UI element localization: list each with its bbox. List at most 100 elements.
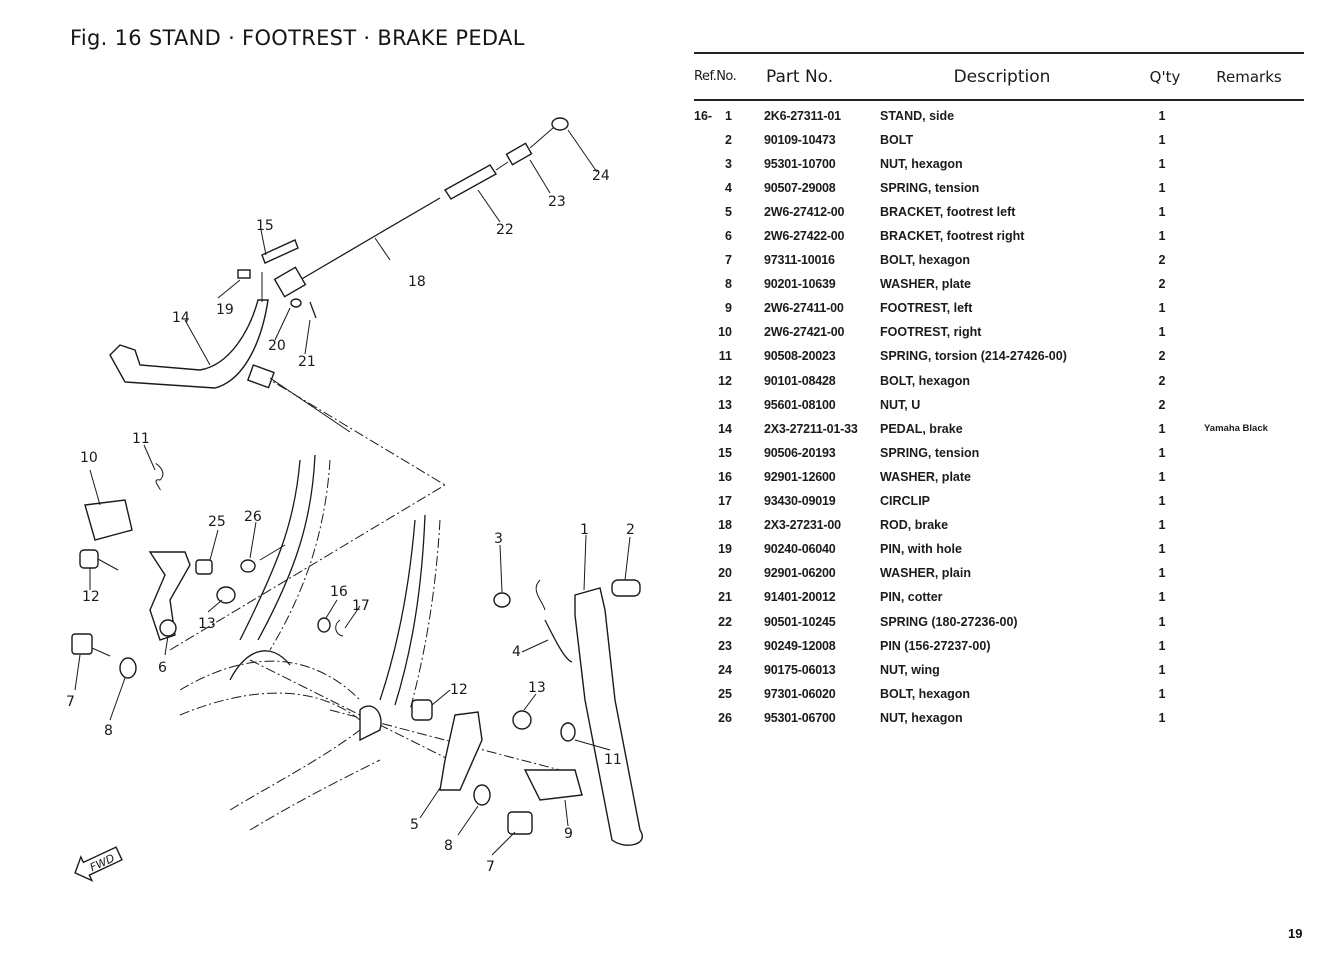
figure-title: Fig. 16 STAND · FOOTREST · BRAKE PEDAL bbox=[70, 26, 525, 50]
cell-ref-no: 12 bbox=[694, 374, 756, 388]
ref-number: 10 bbox=[718, 325, 732, 340]
callout-3: 3 bbox=[494, 531, 503, 547]
ref-prefix bbox=[694, 639, 718, 653]
ref-prefix bbox=[694, 181, 718, 195]
ref-prefix: 16- bbox=[694, 108, 713, 123]
cell-ref-no: 16-1 bbox=[694, 109, 756, 123]
parts-table: Ref.No. Part No. Description Q'ty Remark… bbox=[694, 52, 1304, 730]
cell-ref-no: 4 bbox=[694, 181, 756, 195]
cell-part-no: 90249-12008 bbox=[764, 638, 836, 653]
cell-quantity: 1 bbox=[1158, 204, 1166, 219]
ref-number: 7 bbox=[725, 253, 732, 268]
cell-description: PEDAL, brake bbox=[880, 421, 963, 436]
ref-prefix bbox=[694, 349, 718, 363]
cell-part-no: 2X3-27211-01-33 bbox=[764, 421, 858, 436]
callout-13a: 13 bbox=[198, 616, 216, 632]
callout-12a: 12 bbox=[82, 589, 100, 605]
cell-quantity: 1 bbox=[1158, 421, 1166, 436]
cell-quantity: 1 bbox=[1158, 132, 1166, 147]
cell-quantity: 2 bbox=[1158, 277, 1166, 292]
cell-description: NUT, hexagon bbox=[880, 710, 963, 725]
cell-ref-no: 21 bbox=[694, 590, 756, 604]
callout-8b: 8 bbox=[444, 838, 453, 854]
cell-quantity: 1 bbox=[1158, 301, 1166, 316]
ref-prefix bbox=[694, 277, 718, 291]
ref-prefix bbox=[694, 590, 718, 604]
ref-number: 11 bbox=[718, 349, 732, 364]
ref-prefix bbox=[694, 157, 718, 171]
header-quantity: Q'ty bbox=[1149, 67, 1181, 86]
cell-description: STAND, side bbox=[880, 108, 955, 123]
ref-prefix bbox=[694, 133, 718, 147]
ref-number: 23 bbox=[718, 638, 732, 653]
ref-prefix bbox=[694, 687, 718, 701]
ref-prefix bbox=[694, 494, 718, 508]
side-stand-cluster bbox=[317, 579, 643, 846]
table-top-rule bbox=[694, 52, 1304, 54]
table-header: Ref.No. Part No. Description Q'ty Remark… bbox=[694, 54, 1304, 99]
cell-part-no: 93430-09019 bbox=[764, 494, 836, 509]
callout-25: 25 bbox=[208, 514, 226, 530]
header-ref-no: Ref.No. bbox=[694, 69, 737, 84]
cell-part-no: 90109-10473 bbox=[764, 132, 836, 147]
ref-prefix bbox=[694, 566, 718, 580]
fwd-label: FWD bbox=[88, 852, 117, 875]
cell-quantity: 1 bbox=[1158, 686, 1166, 701]
cell-ref-no: 18 bbox=[694, 518, 756, 532]
table-header-rule bbox=[694, 99, 1304, 101]
cell-part-no: 90101-08428 bbox=[764, 373, 836, 388]
ref-prefix bbox=[694, 374, 718, 388]
cell-part-no: 97301-06020 bbox=[764, 686, 836, 701]
callout-9: 9 bbox=[564, 826, 573, 842]
right-footrest-cluster bbox=[71, 463, 286, 679]
ref-number: 21 bbox=[718, 590, 732, 605]
callout-17: 17 bbox=[352, 598, 370, 614]
cell-part-no: 90240-06040 bbox=[764, 542, 836, 557]
cell-ref-no: 19 bbox=[694, 542, 756, 556]
callout-leaders bbox=[74, 129, 631, 856]
cell-part-no: 90201-10639 bbox=[764, 277, 836, 292]
callout-14: 14 bbox=[172, 310, 190, 326]
cell-quantity: 1 bbox=[1158, 614, 1166, 629]
callout-10: 10 bbox=[80, 450, 98, 466]
cell-quantity: 1 bbox=[1158, 494, 1166, 509]
ref-prefix bbox=[694, 663, 718, 677]
table-row: 15 90506-20193 SPRING, tension 1 bbox=[694, 441, 1304, 465]
cell-part-no: 2W6-27422-00 bbox=[764, 229, 845, 244]
cell-description: WASHER, plain bbox=[880, 566, 971, 581]
cell-ref-no: 20 bbox=[694, 566, 756, 580]
cell-ref-no: 14 bbox=[694, 422, 756, 436]
callout-19: 19 bbox=[216, 302, 234, 318]
cell-ref-no: 8 bbox=[694, 277, 756, 291]
cell-description: BRACKET, footrest left bbox=[880, 204, 1016, 219]
callout-11b: 11 bbox=[604, 752, 622, 768]
callout-5: 5 bbox=[410, 817, 419, 833]
cell-part-no: 90506-20193 bbox=[764, 445, 836, 460]
cell-quantity: 1 bbox=[1158, 445, 1166, 460]
cell-ref-no: 3 bbox=[694, 157, 756, 171]
callout-26: 26 bbox=[244, 509, 262, 525]
diagram-svg: 1 2 3 4 5 6 7 7 8 8 9 10 11 11 12 12 13 … bbox=[66, 117, 643, 882]
cell-ref-no: 17 bbox=[694, 494, 756, 508]
cell-ref-no: 15 bbox=[694, 446, 756, 460]
ref-number: 5 bbox=[725, 204, 732, 219]
ref-number: 17 bbox=[718, 494, 732, 509]
cell-part-no: 91401-20012 bbox=[764, 590, 836, 605]
callout-2: 2 bbox=[626, 522, 635, 538]
cell-ref-no: 24 bbox=[694, 663, 756, 677]
cell-part-no: 2K6-27311-01 bbox=[764, 108, 841, 123]
cell-ref-no: 11 bbox=[694, 349, 756, 363]
cell-description: BOLT, hexagon bbox=[880, 253, 971, 268]
cell-description: NUT, wing bbox=[880, 662, 940, 677]
cell-description: SPRING, tension bbox=[880, 445, 980, 460]
cell-part-no: 2W6-27421-00 bbox=[764, 325, 845, 340]
